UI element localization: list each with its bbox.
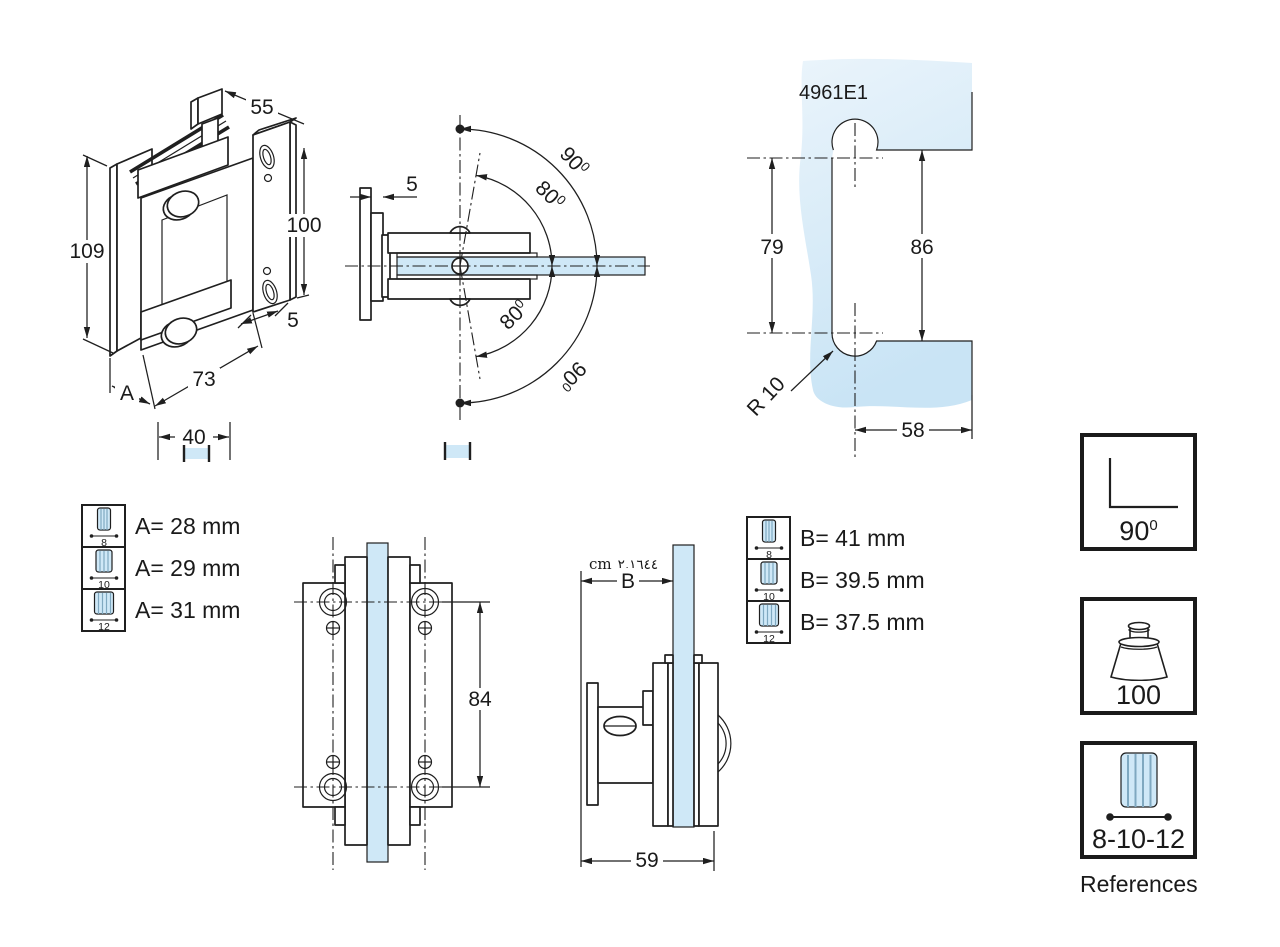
screw-top-right xyxy=(410,587,440,617)
glass-cutout-drawing: 79 86 R 10 58 4961E1 xyxy=(743,58,973,459)
clamp-inner-right xyxy=(387,556,411,846)
clamp-plate-bottom xyxy=(387,278,531,300)
iso-back-plate-edge xyxy=(109,163,118,357)
angle-reference-label: 900 xyxy=(1119,515,1158,546)
glass-thickness-icon-12: 12 xyxy=(81,588,126,632)
angle-90-top: 900 xyxy=(555,142,593,181)
iso-slot-hole-top xyxy=(259,144,275,170)
table-row: 8 A= 28 mm xyxy=(81,504,240,548)
table-row: 12 B= 37.5 mm xyxy=(746,600,925,644)
dim-100: 100 xyxy=(286,214,321,237)
dim-109: 109 xyxy=(69,240,104,263)
arm-connector xyxy=(642,690,654,726)
glass-panel xyxy=(366,542,389,863)
dim-wall-5: 5 xyxy=(406,173,418,196)
right-angle-icon xyxy=(1108,457,1178,508)
glass-thickness-icon-8: 8 xyxy=(81,504,126,548)
table-a: 8 A= 28 mm 10 A= 29 mm xyxy=(81,504,240,632)
glass-thickness-icon-8: 8 xyxy=(746,516,791,560)
iso-slot-hole-bottom xyxy=(262,279,278,305)
references-caption: References xyxy=(1080,871,1198,897)
small-screws xyxy=(325,620,433,770)
wall-plate xyxy=(359,187,372,321)
glass-thickness-icon-10: 10 xyxy=(746,558,791,602)
spec-value: A= 28 mm xyxy=(135,512,241,539)
glass-thickness-icon xyxy=(1105,752,1172,821)
glass-panel-cutout xyxy=(799,58,972,408)
spec-value: B= 41 mm xyxy=(800,524,906,551)
clamp-plate-right xyxy=(698,662,719,827)
iso-top-tab xyxy=(197,88,223,125)
glass-thickness-icon-10: 10 xyxy=(81,546,126,590)
spec-value: A= 31 mm xyxy=(135,596,241,623)
dim-79: 79 xyxy=(760,236,783,259)
table-b: 8 B= 41 mm 10 B= 39.5 mm xyxy=(746,516,925,644)
cone-reference-label: 100 xyxy=(1115,679,1162,710)
svg-text:8: 8 xyxy=(101,537,107,547)
iso-pin-hole-bottom xyxy=(262,266,272,276)
cone-icon xyxy=(1109,621,1168,681)
table-row: 12 A= 31 mm xyxy=(81,588,240,632)
glass-section-small xyxy=(445,445,470,458)
svg-text:12: 12 xyxy=(98,621,110,631)
dim-73: 73 xyxy=(192,368,215,391)
spec-value: B= 39.5 mm xyxy=(800,566,925,593)
dim-55: 55 xyxy=(250,96,273,119)
table-row: 10 A= 29 mm xyxy=(81,546,240,590)
model-number: 4961E1 xyxy=(799,82,868,104)
glass-reference-box: 8-10-12 xyxy=(1080,741,1197,859)
screw-top-left xyxy=(318,587,348,617)
dim-58: 58 xyxy=(901,419,924,442)
clamp-plate-top xyxy=(387,232,531,254)
spec-value: A= 29 mm xyxy=(135,554,241,581)
screw-bottom-left xyxy=(318,772,348,802)
dim-r10: R 10 xyxy=(743,373,790,421)
dim-5: 5 xyxy=(287,309,299,332)
svg-text:12: 12 xyxy=(763,633,775,643)
iso-view-drawing: 55 100 109 5 73 A 40 xyxy=(69,88,322,462)
iso-flange xyxy=(252,121,291,313)
iso-clamp-bottom-bar xyxy=(140,279,232,341)
dim-40: 40 xyxy=(182,426,205,449)
side-plate-left xyxy=(302,582,346,808)
svg-text:8: 8 xyxy=(766,549,772,559)
angle-reference-box: 900 xyxy=(1080,433,1197,551)
dim-59: 59 xyxy=(635,849,658,872)
table-row: 8 B= 41 mm xyxy=(746,516,925,560)
wall-plate xyxy=(586,682,599,806)
spec-value: B= 37.5 mm xyxy=(800,608,925,635)
angle-80-top: 800 xyxy=(531,176,570,215)
side-plate-right xyxy=(409,582,453,808)
iso-flange-side xyxy=(289,121,297,301)
svg-text:10: 10 xyxy=(763,591,775,601)
glass-thickness-icon-12: 12 xyxy=(746,600,791,644)
dim-b: B xyxy=(621,570,635,593)
clamp-inner-left xyxy=(344,556,368,846)
dim-84: 84 xyxy=(468,688,492,711)
angle-90-bottom: 900 xyxy=(553,357,592,396)
glass-reference-label: 8-10-12 xyxy=(1091,823,1186,854)
iso-pin-hole-top xyxy=(263,173,273,183)
top-view-drawing: 900 800 800 900 5 xyxy=(345,115,650,460)
reference-panel: 900 100 8-10-1 xyxy=(1080,433,1220,898)
cone-reference-box: 100 xyxy=(1080,597,1197,715)
bumper xyxy=(717,714,732,773)
dim-86: 86 xyxy=(910,236,933,259)
iso-clamp-top-bar xyxy=(137,136,229,199)
iso-top-tab-side xyxy=(190,97,199,130)
screw-bottom-right xyxy=(410,772,440,802)
glass-panel xyxy=(672,544,695,828)
svg-text:10: 10 xyxy=(98,579,110,589)
clamp-plate-left xyxy=(652,662,669,827)
gasket-left xyxy=(667,662,674,827)
dim-a: A xyxy=(120,382,134,405)
table-row: 10 B= 39.5 mm xyxy=(746,558,925,602)
front-view-drawing: 84 xyxy=(294,537,494,870)
glass-section-small xyxy=(184,448,209,459)
